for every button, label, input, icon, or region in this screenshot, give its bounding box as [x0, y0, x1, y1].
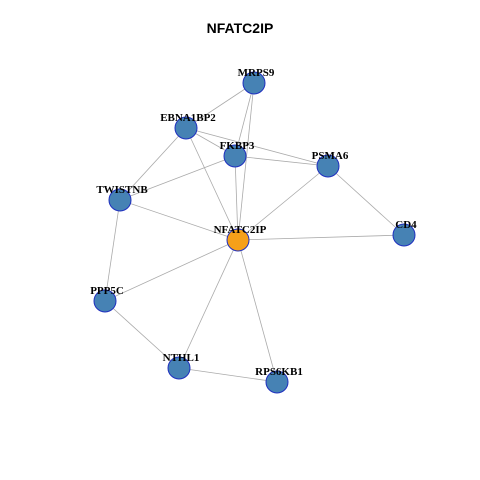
node-circle: [223, 144, 247, 168]
edge-psma6-nfatc2ip: [237, 165, 329, 241]
node-rps6kb1: RPS6KB1: [255, 366, 303, 394]
edge-mrps9-ebna1bp2: [185, 82, 255, 129]
node-mrps9: MRPS9: [238, 67, 275, 95]
edge-nfatc2ip-ppp5c: [104, 239, 239, 302]
node-circle: [167, 356, 191, 380]
edge-ebna1bp2-nfatc2ip: [185, 127, 239, 241]
node-twistnb: TWISTNB: [96, 184, 148, 212]
edge-fkbp3-psma6: [234, 155, 329, 167]
edge-nfatc2ip-nthl1: [178, 239, 239, 369]
edge-fkbp3-nfatc2ip: [234, 155, 239, 241]
node-cd4: CD4: [392, 219, 417, 247]
node-circle: [108, 188, 132, 212]
node-label: NTHL1: [163, 352, 200, 364]
node-label: RPS6KB1: [255, 366, 303, 378]
edge-mrps9-nfatc2ip: [237, 82, 255, 241]
node-circle: [226, 228, 250, 252]
node-circle: [316, 154, 340, 178]
node-label: CD4: [395, 219, 417, 231]
edge-twistnb-ppp5c: [104, 199, 121, 302]
edge-layer: [104, 82, 405, 383]
edge-nfatc2ip-rps6kb1: [237, 239, 278, 383]
node-nthl1: NTHL1: [163, 352, 200, 380]
figure-title: NFATC2IP: [206, 20, 274, 36]
edge-fkbp3-twistnb: [119, 155, 236, 201]
node-ebna1bp2: EBNA1BP2: [160, 112, 216, 140]
node-fkbp3: FKBP3: [220, 140, 255, 168]
node-circle: [392, 223, 416, 247]
edge-nthl1-rps6kb1: [178, 367, 278, 383]
node-label: TWISTNB: [96, 184, 148, 196]
node-circle: [242, 71, 266, 95]
node-circle: [265, 370, 289, 394]
node-psma6: PSMA6: [312, 150, 349, 178]
node-circle: [93, 289, 117, 313]
edge-mrps9-fkbp3: [234, 82, 255, 157]
edge-twistnb-nfatc2ip: [119, 199, 239, 241]
node-nfatc2ip: NFATC2IP: [214, 224, 267, 252]
node-label: PSMA6: [312, 150, 349, 162]
node-label: NFATC2IP: [214, 224, 267, 236]
node-label: FKBP3: [220, 140, 255, 152]
edge-nfatc2ip-cd4: [237, 234, 405, 241]
node-label: EBNA1BP2: [160, 112, 216, 124]
node-ppp5c: PPP5C: [90, 285, 124, 313]
edge-ebna1bp2-psma6: [185, 127, 329, 167]
edge-ebna1bp2-twistnb: [119, 127, 187, 201]
edge-ppp5c-nthl1: [104, 300, 180, 369]
node-label: MRPS9: [238, 67, 275, 79]
edge-psma6-cd4: [327, 165, 405, 236]
node-label: PPP5C: [90, 285, 124, 297]
node-circle: [174, 116, 198, 140]
